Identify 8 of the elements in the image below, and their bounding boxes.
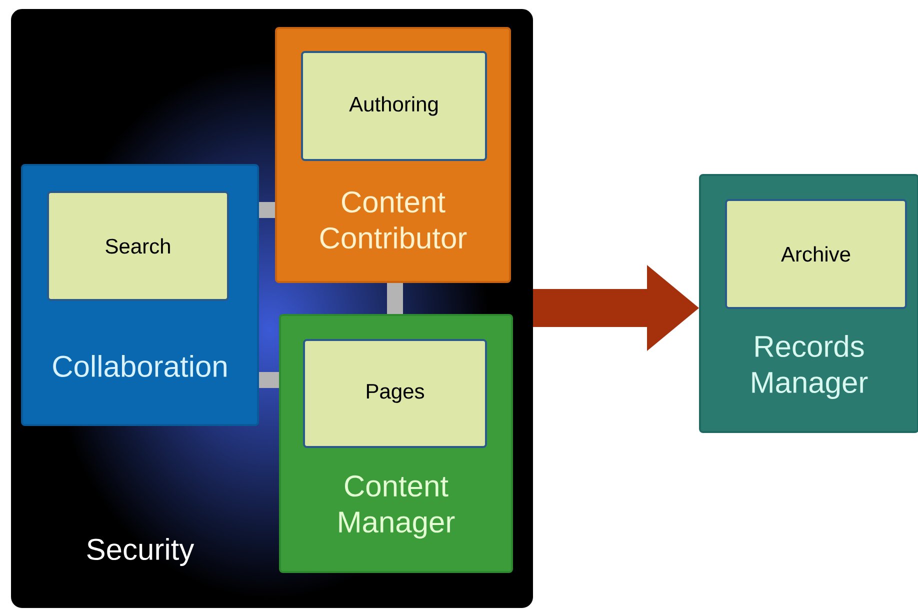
connector	[259, 372, 279, 388]
authoring-box: Authoring	[301, 51, 487, 161]
search-box: Search	[47, 191, 229, 301]
arrow	[533, 265, 699, 351]
connector	[387, 283, 403, 314]
connector	[259, 202, 275, 218]
archive-box: Archive	[725, 199, 907, 309]
pages-box: Pages	[303, 339, 487, 448]
